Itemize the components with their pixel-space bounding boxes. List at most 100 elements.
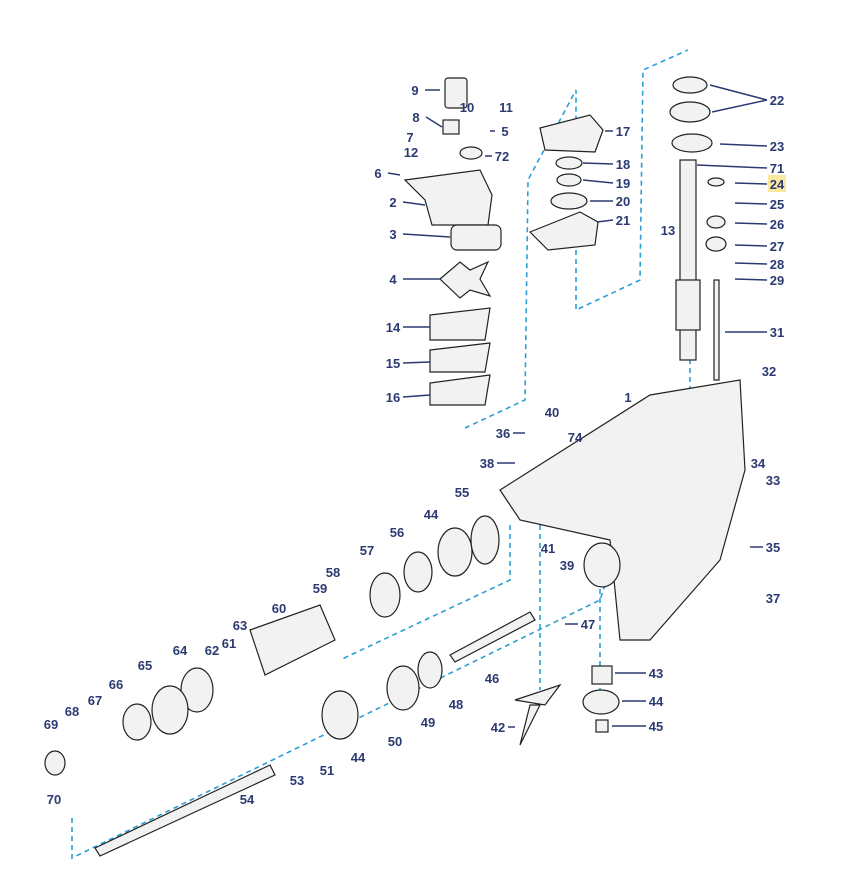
part-label-61[interactable]: 61 <box>222 636 236 651</box>
leader-line <box>387 172 401 176</box>
part-label-22[interactable]: 22 <box>770 93 784 108</box>
part-label-58[interactable]: 58 <box>326 565 340 580</box>
part-label-56[interactable]: 56 <box>390 525 404 540</box>
part-label-47[interactable]: 47 <box>581 617 595 632</box>
part-bearing-57 <box>369 572 401 618</box>
part-label-21[interactable]: 21 <box>616 213 630 228</box>
part-label-13[interactable]: 13 <box>661 223 675 238</box>
part-label-18[interactable]: 18 <box>616 157 630 172</box>
part-label-7[interactable]: 7 <box>406 130 413 145</box>
part-label-2[interactable]: 2 <box>389 195 396 210</box>
part-label-4[interactable]: 4 <box>389 272 397 287</box>
part-label-14[interactable]: 14 <box>386 320 401 335</box>
part-label-6[interactable]: 6 <box>374 166 381 181</box>
part-label-25[interactable]: 25 <box>770 197 784 212</box>
leader-line <box>709 84 768 101</box>
part-bearing <box>672 76 708 94</box>
part-label-37[interactable]: 37 <box>766 591 780 606</box>
part-pump-housing <box>403 169 493 226</box>
part-label-1[interactable]: 1 <box>624 390 631 405</box>
part-label-50[interactable]: 50 <box>388 734 402 749</box>
part-label-41[interactable]: 41 <box>541 541 555 556</box>
part-label-54[interactable]: 54 <box>240 792 255 807</box>
part-label-59[interactable]: 59 <box>313 581 327 596</box>
part-label-70[interactable]: 70 <box>47 792 61 807</box>
part-label-45[interactable]: 45 <box>649 719 663 734</box>
part-label-5[interactable]: 5 <box>501 124 508 139</box>
part-label-46[interactable]: 46 <box>485 671 499 686</box>
part-bearing-43 <box>591 665 613 685</box>
leader-line <box>596 219 614 223</box>
part-label-72[interactable]: 72 <box>495 149 509 164</box>
part-label-16[interactable]: 16 <box>386 390 400 405</box>
part-label-65[interactable]: 65 <box>138 658 152 673</box>
part-label-49[interactable]: 49 <box>421 715 435 730</box>
part-label-68[interactable]: 68 <box>65 704 79 719</box>
part-label-57[interactable]: 57 <box>360 543 374 558</box>
leader-line <box>734 262 768 265</box>
part-label-24[interactable]: 24 <box>770 177 785 192</box>
leader-line <box>582 179 614 184</box>
part-label-31[interactable]: 31 <box>770 325 784 340</box>
part-label-63[interactable]: 63 <box>233 618 247 633</box>
part-label-74[interactable]: 74 <box>568 430 583 445</box>
part-label-44[interactable]: 44 <box>424 507 439 522</box>
part-gear-44b <box>321 690 359 740</box>
part-label-71[interactable]: 71 <box>770 161 784 176</box>
part-washer-66 <box>122 703 152 741</box>
part-label-34[interactable]: 34 <box>751 456 766 471</box>
part-label-69[interactable]: 69 <box>44 717 58 732</box>
part-label-55[interactable]: 55 <box>455 485 469 500</box>
part-label-29[interactable]: 29 <box>770 273 784 288</box>
part-label-44[interactable]: 44 <box>351 750 366 765</box>
part-torpedo <box>583 542 621 588</box>
part-label-62[interactable]: 62 <box>205 643 219 658</box>
part-label-12[interactable]: 12 <box>404 145 418 160</box>
part-label-40[interactable]: 40 <box>545 405 559 420</box>
part-label-27[interactable]: 27 <box>770 239 784 254</box>
part-label-26[interactable]: 26 <box>770 217 784 232</box>
part-label-66[interactable]: 66 <box>109 677 123 692</box>
part-shim <box>671 133 713 153</box>
part-label-32[interactable]: 32 <box>762 364 776 379</box>
part-thrust-hub <box>151 685 189 735</box>
part-gearcase-housing <box>499 379 746 641</box>
part-label-51[interactable]: 51 <box>320 763 334 778</box>
part-label-23[interactable]: 23 <box>770 139 784 154</box>
part-label-8[interactable]: 8 <box>412 110 419 125</box>
part-label-42[interactable]: 42 <box>491 720 505 735</box>
part-stud <box>713 279 720 381</box>
part-label-60[interactable]: 60 <box>272 601 286 616</box>
part-label-36[interactable]: 36 <box>496 426 510 441</box>
part-oring-48 <box>417 651 443 689</box>
part-label-33[interactable]: 33 <box>766 473 780 488</box>
part-race <box>669 101 711 123</box>
part-label-35[interactable]: 35 <box>766 540 780 555</box>
part-driveshaft-sleeve <box>675 279 701 331</box>
part-sleeve <box>444 77 468 109</box>
part-washer <box>707 177 725 187</box>
part-label-9[interactable]: 9 <box>411 83 418 98</box>
part-label-43[interactable]: 43 <box>649 666 663 681</box>
part-label-3[interactable]: 3 <box>389 227 396 242</box>
leader-line <box>734 182 768 185</box>
part-label-17[interactable]: 17 <box>616 124 630 139</box>
part-label-20[interactable]: 20 <box>616 194 630 209</box>
part-label-19[interactable]: 19 <box>616 176 630 191</box>
part-label-10[interactable]: 10 <box>460 100 474 115</box>
part-gear-44 <box>437 527 473 577</box>
part-spacer-64 <box>180 667 214 713</box>
part-label-44[interactable]: 44 <box>649 694 664 709</box>
part-label-39[interactable]: 39 <box>560 558 574 573</box>
part-label-11[interactable]: 11 <box>499 100 513 115</box>
leader-line <box>582 162 614 165</box>
part-label-53[interactable]: 53 <box>290 773 304 788</box>
part-label-48[interactable]: 48 <box>449 697 463 712</box>
part-label-38[interactable]: 38 <box>480 456 494 471</box>
part-label-67[interactable]: 67 <box>88 693 102 708</box>
leader-line <box>734 202 768 205</box>
part-label-64[interactable]: 64 <box>173 643 188 658</box>
part-label-28[interactable]: 28 <box>770 257 784 272</box>
part-label-15[interactable]: 15 <box>386 356 400 371</box>
